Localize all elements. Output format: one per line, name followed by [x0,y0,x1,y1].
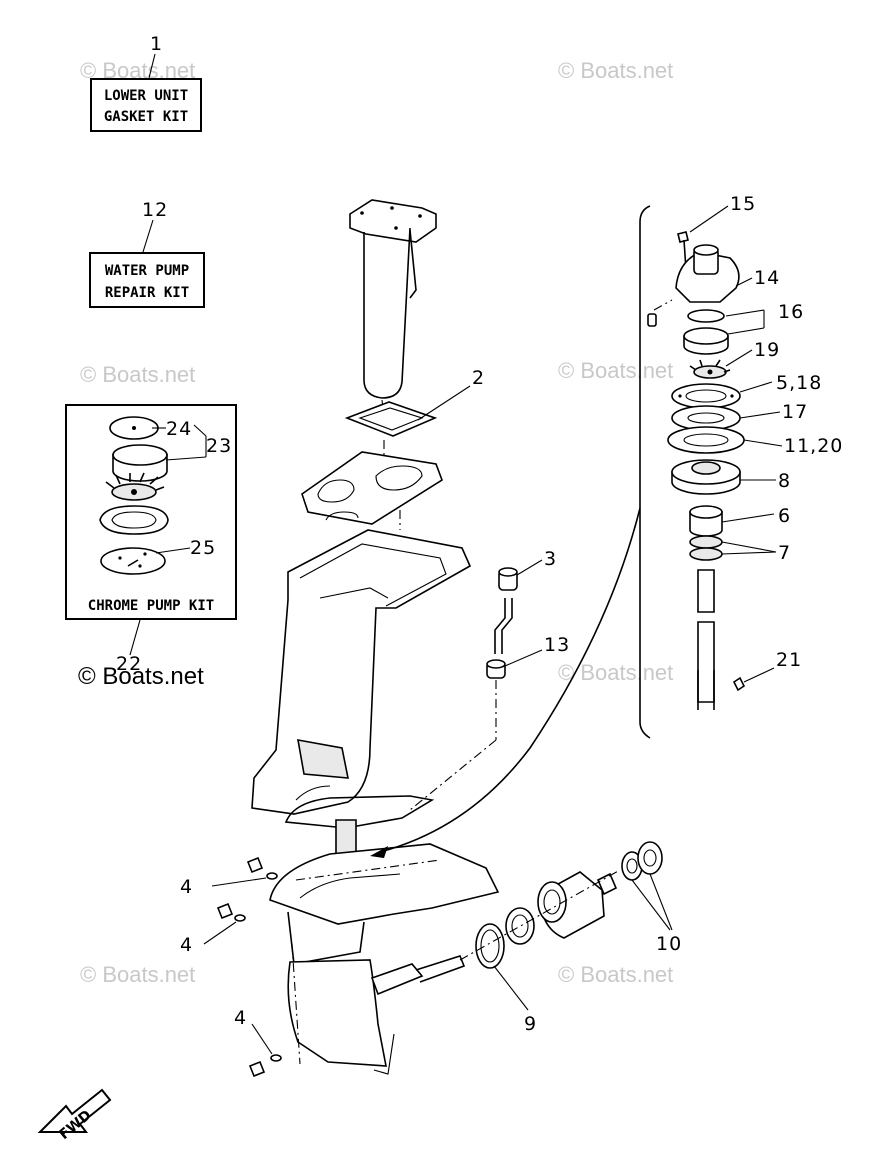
bearing-part [505,907,535,945]
callout-number: 12 [142,199,168,221]
callout-7: 7 [778,542,791,564]
drive-shaft-housing [349,199,437,419]
inset-arrow [370,507,641,858]
callout-2: 2 [472,367,485,389]
gasket-kit-box [90,78,202,132]
callout-3: 3 [544,548,557,570]
chrome-pump-kit: 24 23 25 CHROME PUMP KIT [65,404,237,656]
callout-9: 9 [524,1013,537,1035]
gasket-2: 2 [344,367,485,437]
tube-cap-part [349,199,437,243]
callout-11-20: 11,20 [784,435,843,457]
callout-15: 15 [730,193,756,215]
pump-housing-14 [675,251,740,303]
callout-24: 24 [166,418,192,440]
o-ring-9 [475,923,505,969]
callout-17: 17 [782,401,808,423]
callout-6: 6 [778,505,791,527]
chrome-pump-kit-box [65,404,237,620]
callout-14: 14 [754,267,780,289]
fwd-arrow-icon: FWD [37,1088,112,1143]
kit-label-line2: GASKET KIT [104,109,188,125]
callout-4: 4 [180,934,193,956]
kit-label-line2: REPAIR KIT [105,285,189,301]
propeller-shaft-parts: 9 10 [459,841,682,1035]
impeller-part [105,472,165,501]
watermark: © Boats.net [80,362,195,387]
exhaust-housing [251,529,472,829]
watermark-dark: © Boats.net [78,663,204,690]
watermark: © Boats.net [558,58,673,83]
water-pump-inset: 15 14 16 19 5,18 17 [639,193,843,739]
kit-label-line1: LOWER UNIT [104,88,188,104]
callout-4: 4 [234,1007,247,1029]
gasket-kit-callout: 1 LOWER UNIT GASKET KIT [90,33,202,132]
exhaust-gasket-plate [301,440,443,530]
callout-number: 1 [150,33,163,55]
watermark-layer: © Boats.net © Boats.net © Boats.net © Bo… [80,58,673,987]
callout-21: 21 [776,649,802,671]
watermark: © Boats.net [558,358,673,383]
callout-19: 19 [754,339,780,361]
water-tube-assembly: 3 13 [409,548,570,811]
wear-plate-part [100,547,166,575]
callout-13: 13 [544,634,570,656]
gasket-part [99,505,169,535]
chrome-pump-kit-label: CHROME PUMP KIT [88,598,214,614]
kit-label-line1: WATER PUMP [105,263,189,279]
callout-5-18: 5,18 [776,372,822,394]
gear-case [269,843,500,1075]
bolts-and-washers: 4 4 4 [180,856,282,1078]
callout-23: 23 [206,435,232,457]
callout-22: 22 [116,653,142,675]
watermark: © Boats.net [558,660,673,685]
watermark: © Boats.net [80,962,195,987]
water-pump-kit-box [89,252,205,308]
callout-10: 10 [656,933,682,955]
callout-4: 4 [180,876,193,898]
watermark: © Boats.net [558,962,673,987]
callout-25: 25 [190,537,216,559]
callout-16: 16 [778,301,804,323]
water-pump-kit-callout: 12 WATER PUMP REPAIR KIT [89,199,205,308]
callout-8: 8 [778,470,791,492]
